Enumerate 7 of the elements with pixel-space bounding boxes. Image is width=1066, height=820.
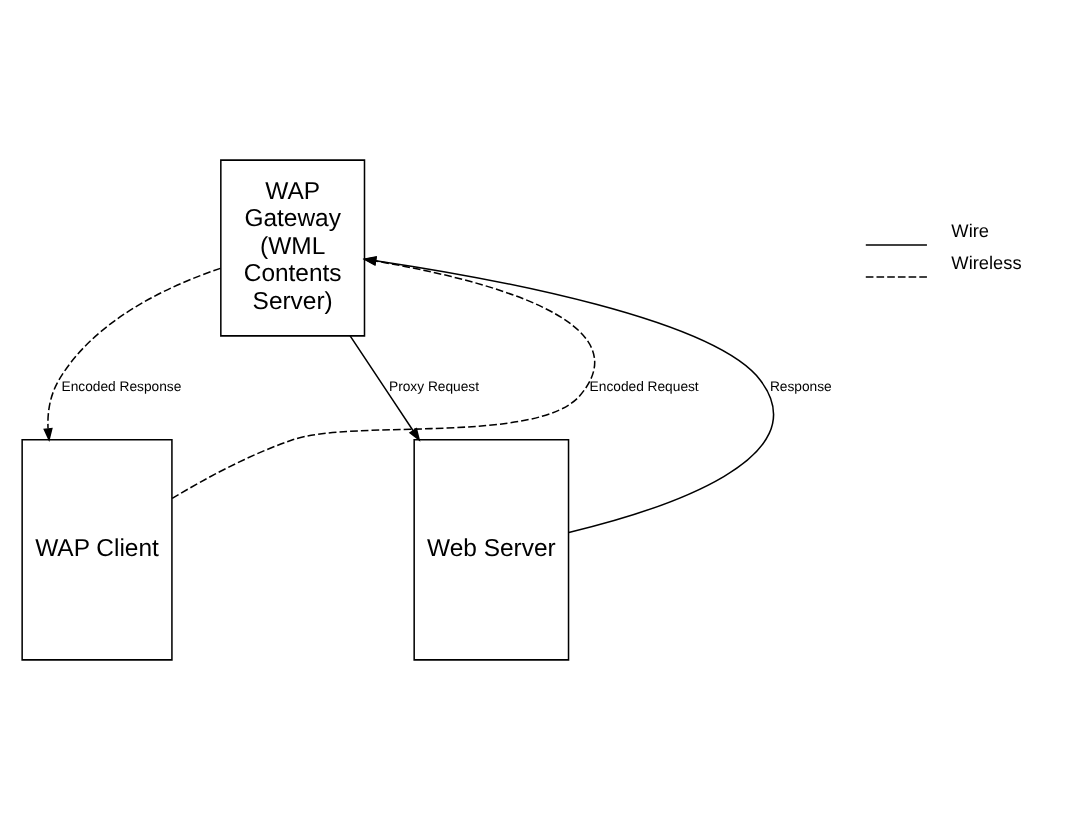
- arrow: [349, 335, 421, 442]
- legend-label: Wireless: [951, 252, 1022, 273]
- node-box: Web Server: [413, 439, 570, 661]
- node-box: WAP Client: [21, 439, 173, 661]
- legend-label: Wire: [951, 220, 990, 241]
- node-box: WAP Gateway (WML Contents Server): [220, 159, 366, 337]
- arrow: [43, 267, 222, 442]
